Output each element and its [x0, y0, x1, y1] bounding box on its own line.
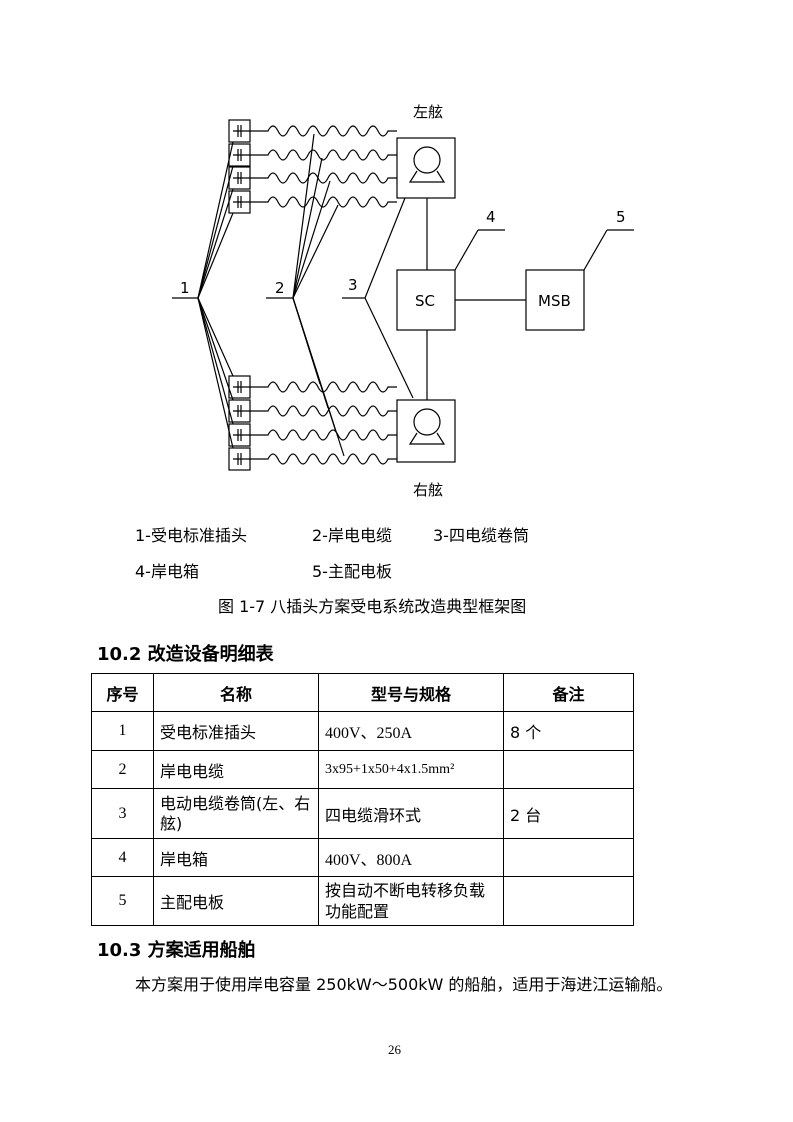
leader-line — [292, 133, 315, 299]
starboard-label: 右舷 — [413, 481, 443, 499]
plug-pins — [233, 149, 252, 161]
label-5: 5 — [616, 208, 626, 226]
plug-pins — [233, 172, 252, 184]
leader-line — [197, 141, 234, 299]
leader-line — [292, 180, 331, 299]
leader-line — [197, 188, 234, 299]
cell — [503, 876, 634, 926]
cell: 3x95+1x50+4x1.5mm² — [318, 750, 504, 789]
label-4: 4 — [486, 208, 496, 226]
leader-line — [292, 204, 339, 299]
body-paragraph: 本方案用于使用岸电容量 250kW～500kW 的船舶，适用于海进江运输船。 — [135, 975, 673, 994]
page-number: 26 — [388, 1042, 401, 1057]
cell: 主配电板 — [153, 876, 319, 926]
leader-line — [197, 165, 234, 299]
shore-cable — [252, 172, 397, 184]
leader-line — [197, 212, 234, 299]
figure-caption: 图 1-7 八插头方案受电系统改造典型框架图 — [218, 597, 527, 616]
leader-line — [197, 297, 234, 401]
header-cell: 名称 — [153, 673, 319, 712]
plug-pins — [233, 453, 252, 465]
cell: 400V、800A — [318, 838, 504, 877]
starboard-cable-reel — [396, 399, 456, 463]
header-cell: 型号与规格 — [318, 673, 504, 712]
msb-label: MSB — [538, 292, 571, 310]
port-cable-reel — [396, 137, 456, 199]
cell: 4 — [91, 838, 154, 877]
leader-line — [292, 157, 323, 299]
cell: 受电标准插头 — [153, 711, 319, 751]
plug-pins — [233, 381, 252, 393]
system-diagram: 左舷 右舷 SC MSB 1 2 3 4 5 — [172, 103, 634, 499]
sc-label: SC — [415, 292, 435, 310]
leader-line — [197, 297, 234, 449]
legend-item: 5-主配电板 — [312, 562, 392, 581]
shore-cable — [252, 196, 397, 208]
cell: 按自动不断电转移负载功能配置 — [318, 876, 504, 926]
legend-item: 3-四电缆卷筒 — [433, 526, 529, 545]
cell — [503, 750, 634, 789]
legend-item: 4-岸电箱 — [135, 562, 199, 581]
cell: 电动电缆卷筒(左、右舷) — [153, 788, 319, 839]
leader-line — [197, 297, 234, 377]
cell: 8 个 — [503, 711, 634, 751]
label-1: 1 — [180, 279, 190, 297]
cell: 岸电电缆 — [153, 750, 319, 789]
shore-cable — [252, 381, 397, 393]
header-cell: 序号 — [91, 673, 154, 712]
plug-pins — [233, 125, 252, 137]
cell: 1 — [91, 711, 154, 751]
plug-pins — [233, 196, 252, 208]
section-heading: 10.3 方案适用船舶 — [97, 940, 256, 961]
cell: 5 — [91, 876, 154, 926]
section-heading: 10.2 改造设备明细表 — [97, 644, 274, 665]
legend-item: 1-受电标准插头 — [135, 526, 247, 545]
cell: 岸电箱 — [153, 838, 319, 877]
shore-cable — [252, 453, 397, 465]
header-cell: 备注 — [503, 673, 634, 712]
label-2: 2 — [275, 279, 285, 297]
cell: 四电缆滑环式 — [318, 788, 504, 839]
port-label: 左舷 — [413, 103, 443, 121]
cell: 2 — [91, 750, 154, 789]
shore-cable — [252, 429, 397, 441]
cell: 2 台 — [503, 788, 634, 839]
leader-line — [292, 297, 345, 457]
legend-item: 2-岸电电缆 — [312, 526, 392, 545]
shore-cable — [252, 405, 397, 417]
cell — [503, 838, 634, 877]
leader-line — [197, 297, 234, 425]
plug-pins — [233, 405, 252, 417]
cell: 3 — [91, 788, 154, 839]
label-3: 3 — [348, 276, 358, 294]
shore-cable — [252, 149, 397, 161]
shore-cable — [252, 125, 397, 137]
cell: 400V、250A — [318, 711, 504, 751]
plug-pins — [233, 429, 252, 441]
